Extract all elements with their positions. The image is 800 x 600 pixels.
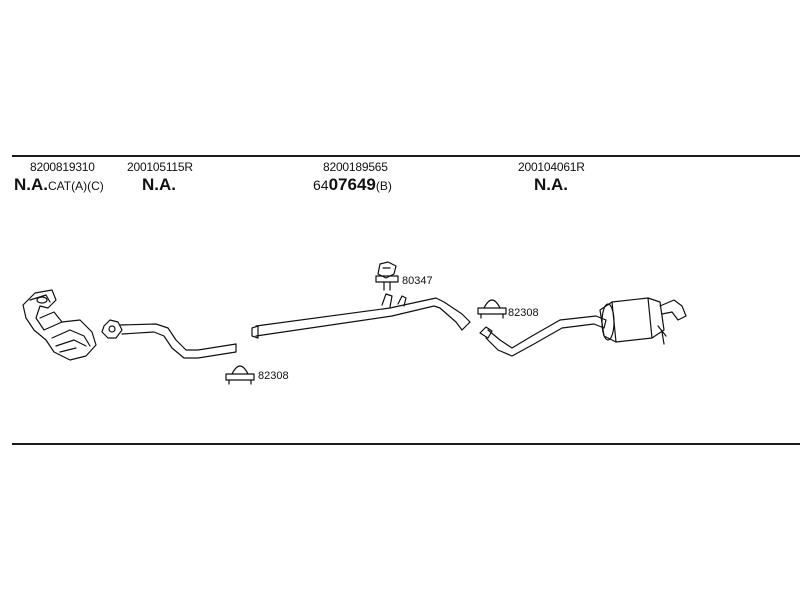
status-na: N.A. [142,175,176,194]
top-divider [12,155,800,157]
stock-status: N.A. [534,175,585,195]
code-suffix: (B) [375,179,392,193]
part-number: 200104061R [518,160,585,174]
status-na: N.A. [14,175,48,194]
middle-pipe-icon [251,293,471,339]
part-number: 8200189565 [323,160,388,174]
rear-silencer-icon [479,297,687,357]
part-column-catalytic: 8200819310 N.A.CAT(A)(C) [14,160,104,195]
part-column-front-pipe: 200105115R N.A. [127,160,193,195]
hanger-part-number: 80347 [402,275,433,287]
stock-status: N.A.CAT(A)(C) [14,175,104,195]
bottom-divider [12,443,800,445]
code-number: 07649 [328,175,376,194]
front-pipe-icon [101,319,237,359]
status-na: N.A. [534,175,568,194]
rubber-hanger-icon [375,261,399,291]
stock-status: N.A. [142,175,193,195]
clamp-part-number: 82308 [258,370,289,382]
clamp-icon [477,299,507,319]
clamp-part-number: 82308 [508,307,539,319]
part-number: 200105115R [127,160,193,174]
clamp-icon [225,365,255,385]
code-prefix: 64 [313,177,329,193]
order-code: 6407649(B) [313,175,392,195]
part-number: 8200819310 [30,160,95,174]
part-column-middle-pipe: 8200189565 6407649(B) [313,160,392,195]
status-suffix: CAT(A)(C) [48,179,104,193]
catalytic-converter-icon [22,289,97,361]
part-column-rear-silencer: 200104061R N.A. [518,160,585,195]
